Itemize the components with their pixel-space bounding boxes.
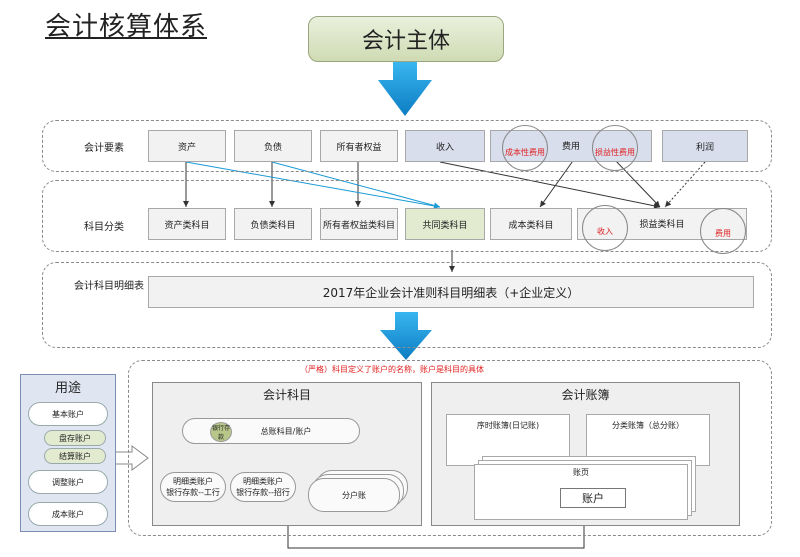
pl-fee-label: 费用 (715, 229, 731, 238)
pl-fee-circle (700, 208, 746, 254)
usage-cost: 成本账户 (28, 502, 108, 526)
category-equity: 所有者权益类科目 (320, 208, 398, 240)
pl-expense-label: 损益性费用 (595, 148, 635, 157)
element-asset: 资产 (148, 130, 226, 162)
books-title: 会计账簿 (561, 388, 610, 402)
sub-ledger-pill: 分户账 (308, 478, 400, 512)
big-down-arrow-2 (380, 312, 432, 360)
categories-row-container (42, 180, 772, 252)
detail-table-container (42, 262, 772, 348)
detail-account-cmb: 明细类账户 银行存款--招行 (230, 472, 296, 502)
element-profit: 利润 (662, 130, 748, 162)
general-ledger-pill: 总账科目/账户 (182, 418, 360, 444)
categories-row-label: 科目分类 (84, 222, 124, 233)
cost-expense-circle (502, 125, 548, 171)
element-equity: 所有者权益 (320, 130, 398, 162)
usage-basic: 基本账户 (28, 402, 108, 426)
page-title: 会计核算体系 (45, 12, 208, 42)
usage-adjust: 调整账户 (28, 470, 108, 494)
accounts-title: 会计科目 (262, 388, 311, 402)
category-asset: 资产类科目 (148, 208, 226, 240)
category-common: 共同类科目 (405, 208, 485, 240)
detail-account-icbc: 明细类账户 银行存款--工行 (160, 472, 226, 502)
usage-title: 用途 (54, 381, 81, 396)
category-liability: 负债类科目 (234, 208, 312, 240)
cost-expense-label: 成本性费用 (505, 148, 545, 157)
bank-deposit-badge: 银行存款 (210, 422, 232, 442)
big-down-arrow-1 (378, 62, 432, 116)
strict-note: （严格）科目定义了账户的名称，账户是科目的具体 (300, 365, 484, 374)
pl-revenue-circle (582, 205, 628, 251)
usage-inventory: 盘存账户 (44, 430, 106, 446)
accounting-subject-box: 会计主体 (308, 16, 504, 62)
element-revenue: 收入 (405, 130, 485, 162)
pl-expense-circle (592, 125, 638, 171)
account-box: 账户 (560, 488, 626, 508)
accounts-books-container (128, 360, 772, 536)
elements-row-container (42, 120, 772, 172)
detail-table-label: 会计科目明细表 (74, 281, 144, 292)
category-cost: 成本类科目 (490, 208, 572, 240)
element-liability: 负债 (234, 130, 312, 162)
elements-row-label: 会计要素 (84, 143, 124, 154)
pl-revenue-label: 收入 (597, 227, 613, 236)
usage-settlement: 结算账户 (44, 448, 106, 464)
detail-table-box: 2017年企业会计准则科目明细表（+企业定义） (148, 276, 754, 308)
